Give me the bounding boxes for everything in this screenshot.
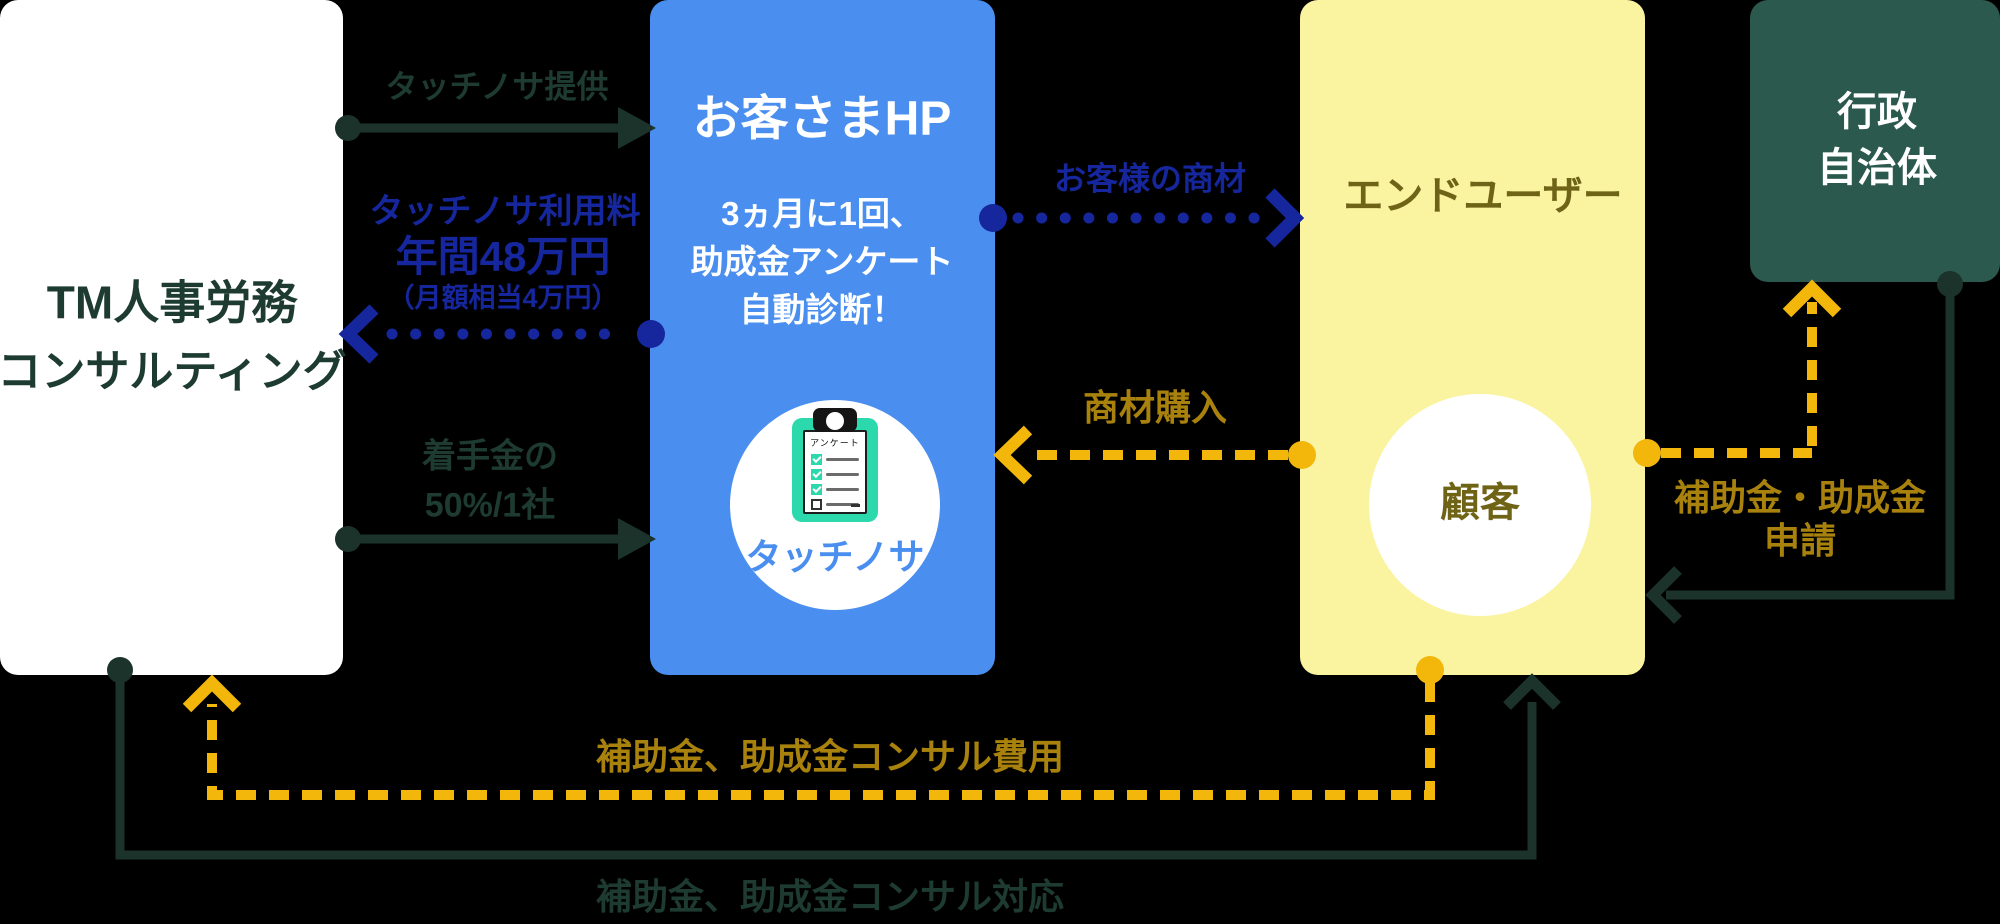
- clipboard-paper: アンケート: [803, 430, 867, 514]
- customer-hp-desc-line2: 助成金アンケート: [690, 242, 954, 280]
- customer-hp-desc-line1: 3ヵ月に1回、: [721, 194, 923, 232]
- government-title-line1: 行政: [1837, 90, 1917, 134]
- clipboard-checklist: [811, 454, 859, 510]
- arrow-consult-support: [107, 657, 1561, 860]
- flow-label-usage-fee-line1: タッチノサ利用料: [369, 192, 641, 231]
- flow-label-initial-fee-line1: 着手金の: [422, 437, 558, 476]
- tachinosa-service-name: タッチノサ: [745, 536, 925, 578]
- flow-label-provide: タッチノサ提供: [385, 68, 609, 105]
- arrow-purchase: [993, 425, 1316, 485]
- government-title-line2: 自治体: [1817, 146, 1937, 190]
- flow-label-purchase: 商材購入: [1082, 387, 1228, 429]
- node-government: [1750, 0, 2000, 282]
- node-consultant: [0, 0, 343, 675]
- end-user-title: エンドユーザー: [1343, 174, 1623, 218]
- empty-checkbox-icon: [811, 499, 822, 510]
- customer-hp-title: お客さまHP: [692, 92, 952, 146]
- clipboard-clip-ring: [826, 412, 844, 430]
- flow-label-usage-fee-line2: 年間48万円: [395, 232, 611, 280]
- checked-checkbox-icon: [811, 469, 822, 480]
- flow-label-consult-support: 補助金、助成金コンサル対応: [595, 876, 1065, 918]
- customer-circle: [1369, 394, 1591, 616]
- clipboard-paper-dash: [851, 504, 860, 507]
- arrow-initial-fee: [335, 518, 656, 560]
- flow-label-consult-fee: 補助金、助成金コンサル費用: [595, 736, 1065, 778]
- flow-label-apply-line1: 補助金・助成金: [1673, 477, 1927, 519]
- arrow-usage-fee: [338, 304, 665, 364]
- flow-label-products: お客様の商材: [1053, 160, 1247, 197]
- checked-checkbox-icon: [811, 454, 822, 465]
- arrow-products: [979, 188, 1305, 248]
- customer-circle-label: 顧客: [1440, 481, 1520, 525]
- flow-label-apply-line2: 申請: [1763, 520, 1837, 562]
- checked-checkbox-icon: [811, 484, 822, 495]
- arrow-provide: [335, 107, 656, 149]
- flow-label-usage-fee-line3: （月額相当4万円）: [387, 283, 619, 314]
- survey-clipboard-icon: アンケート: [792, 408, 878, 522]
- customer-hp-desc-line3: 自動診断！: [739, 290, 905, 328]
- arrow-government-return: [1645, 271, 1963, 624]
- flow-label-initial-fee-line2: 50%/1社: [424, 486, 556, 525]
- arrow-subsidy-apply: [1633, 279, 1842, 467]
- consultant-title-line2: コンサルティング: [0, 346, 347, 396]
- arrow-consult-fee: [182, 656, 1444, 800]
- clipboard-paper-title: アンケート: [810, 438, 860, 448]
- consultant-title-line1: TM人事労務: [46, 276, 298, 329]
